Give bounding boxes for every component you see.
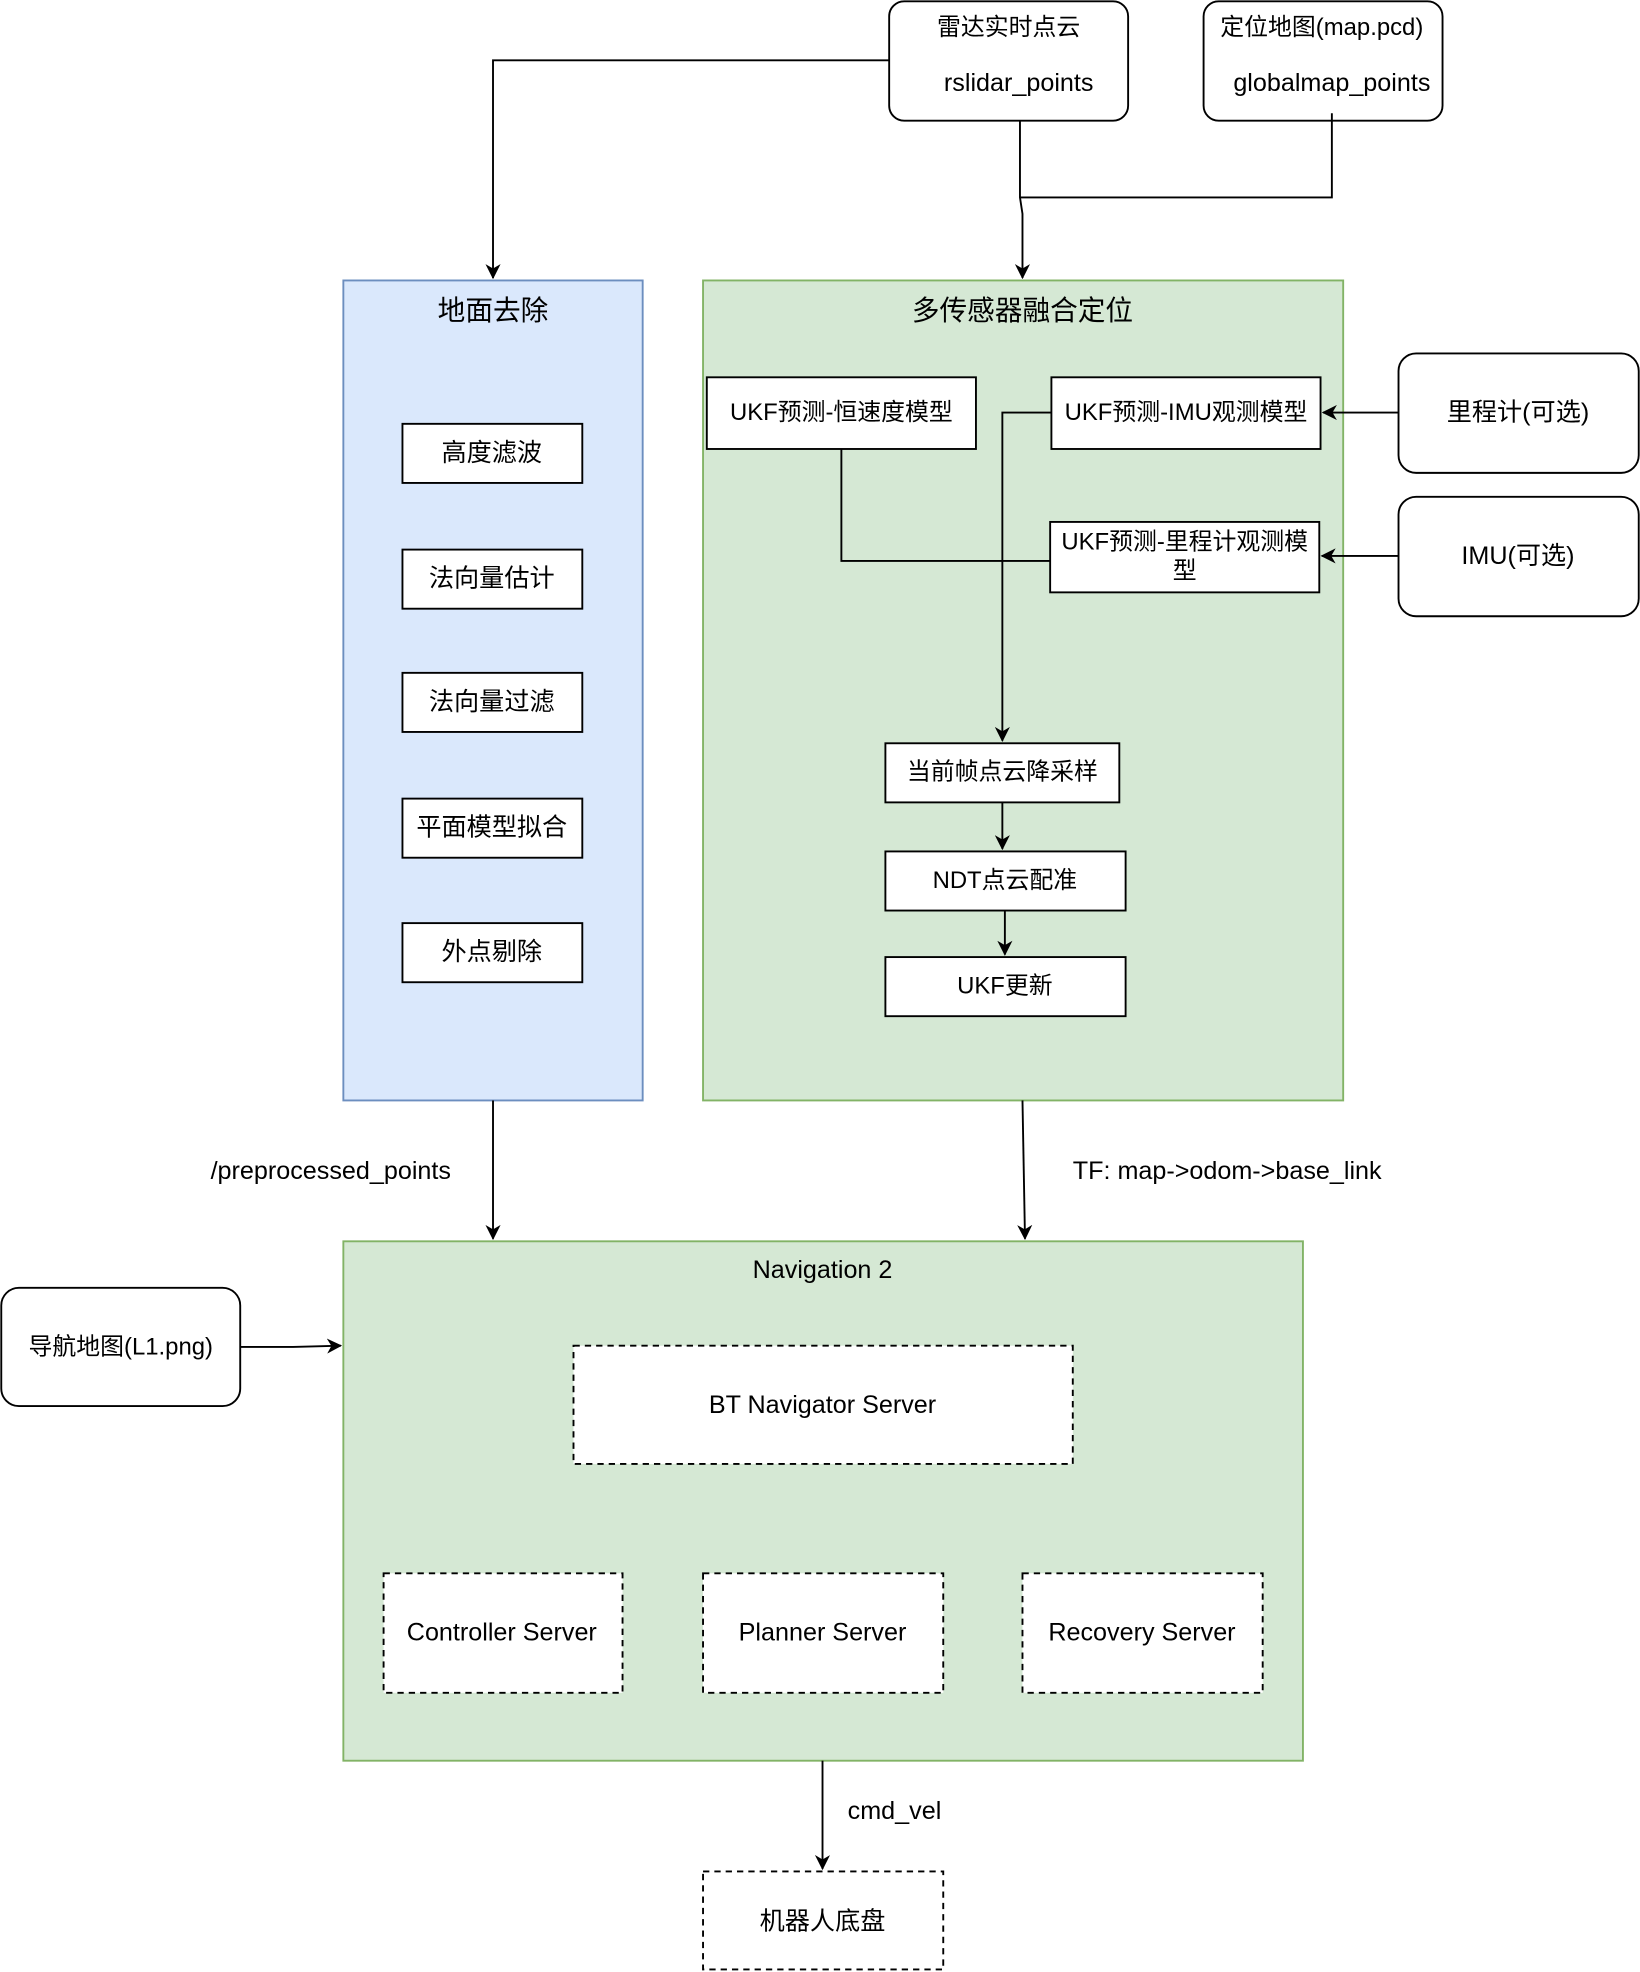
downsample-box xyxy=(884,742,1121,804)
step-label: 法向量估计 xyxy=(429,565,555,593)
planner-server-label: Planner Server xyxy=(739,1618,907,1646)
ukf-imu-box xyxy=(1050,376,1322,450)
imu-input-label: IMU(可选) xyxy=(1461,542,1574,570)
step-box xyxy=(401,422,584,484)
ukf-odom-label-line1: UKF预测-里程计观测模 xyxy=(1061,529,1308,556)
controller-server-box xyxy=(382,1572,624,1694)
step-label: 外点剔除 xyxy=(441,938,542,966)
step-label: 高度滤波 xyxy=(441,439,542,467)
ukf-odom-label-line2: 型 xyxy=(1173,557,1197,584)
nav-map-input-label: 导航地图(L1.png) xyxy=(29,1333,213,1360)
imu-input-node: IMU(可选) xyxy=(1397,495,1640,618)
ukf-imu-label: UKF预测-IMU观测模型 xyxy=(1065,399,1308,426)
lidar-source-title: 雷达实时点云 xyxy=(937,14,1080,41)
step-box xyxy=(401,548,584,610)
edge-lidar-to-fusion xyxy=(1014,120,1031,280)
ground-removal-title: 地面去除 xyxy=(438,295,549,326)
step-box xyxy=(401,797,584,859)
step-label: 平面模型拟合 xyxy=(416,814,567,842)
edge-nav-map-to-navigation xyxy=(240,1338,343,1354)
edge-ukf-imu-to-downsample xyxy=(994,411,1052,743)
edge-label-cmd-vel: cmd_vel xyxy=(848,1797,942,1825)
recovery-server-label: Recovery Server xyxy=(1048,1618,1235,1646)
map-source-title: 定位地图(map.pcd) xyxy=(1220,14,1423,41)
navigation-title: Navigation 2 xyxy=(753,1256,893,1284)
fusion-title: 多传感器融合定位 xyxy=(912,295,1133,326)
odometer-input-node: 里程计(可选) xyxy=(1397,352,1640,474)
recovery-server-box xyxy=(1021,1572,1264,1694)
map-source-topic: globalmap_points xyxy=(1233,69,1430,97)
edge-fusion-to-navigation xyxy=(1017,1100,1033,1241)
step-label: 法向量过滤 xyxy=(429,688,555,716)
lidar-source-node: 雷达实时点云 rslidar_points xyxy=(888,0,1130,122)
planner-server-box xyxy=(702,1572,945,1694)
edge-label-preprocessed-points: /preprocessed_points xyxy=(211,1157,451,1185)
downsample-label: 当前帧点云降采样 xyxy=(907,759,1098,786)
ukf-odom-box xyxy=(1049,520,1321,594)
chassis-label: 机器人底盘 xyxy=(760,1908,886,1936)
ukf-update-box xyxy=(884,956,1127,1018)
step-box xyxy=(401,922,584,984)
ukf-cv-box xyxy=(705,376,977,450)
ukf-cv-label: UKF预测-恒速度模型 xyxy=(730,399,953,426)
ground-removal-group: 地面去除 高度滤波 法向量估计 法向量过滤 平面模型拟合 外点剔除 xyxy=(342,279,644,1102)
edge-map-to-fusion xyxy=(1019,113,1333,199)
edge-label-tf: TF: map->odom->base_link xyxy=(1073,1157,1382,1185)
bt-navigator-box xyxy=(572,1344,1074,1465)
nav-map-input-node: 导航地图(L1.png) xyxy=(0,1286,242,1407)
lidar-source-topic: rslidar_points xyxy=(944,69,1094,97)
controller-server-label: Controller Server xyxy=(407,1618,597,1646)
odometer-input-label: 里程计(可选) xyxy=(1447,399,1589,427)
ndt-box xyxy=(884,850,1127,912)
chassis-node: 机器人底盘 xyxy=(702,1870,945,1971)
edge-ukf-cv-to-ukf-odom xyxy=(840,448,1051,562)
fusion-group: 多传感器融合定位 UKF预测-恒速度模型 UKF预测-IMU观测模型 UKF预测… xyxy=(702,279,1345,1102)
ndt-label: NDT点云配准 xyxy=(933,867,1078,894)
navigation-group: Navigation 2 BT Navigator Server Control… xyxy=(342,1240,1304,1762)
bt-navigator-label: BT Navigator Server xyxy=(709,1391,936,1419)
map-source-node: 定位地图(map.pcd) globalmap_points xyxy=(1202,0,1444,122)
edge-lidar-to-ground-removal xyxy=(485,59,890,280)
ukf-update-label: UKF更新 xyxy=(957,973,1053,1000)
chassis-box xyxy=(702,1870,945,1971)
step-box xyxy=(401,671,584,733)
